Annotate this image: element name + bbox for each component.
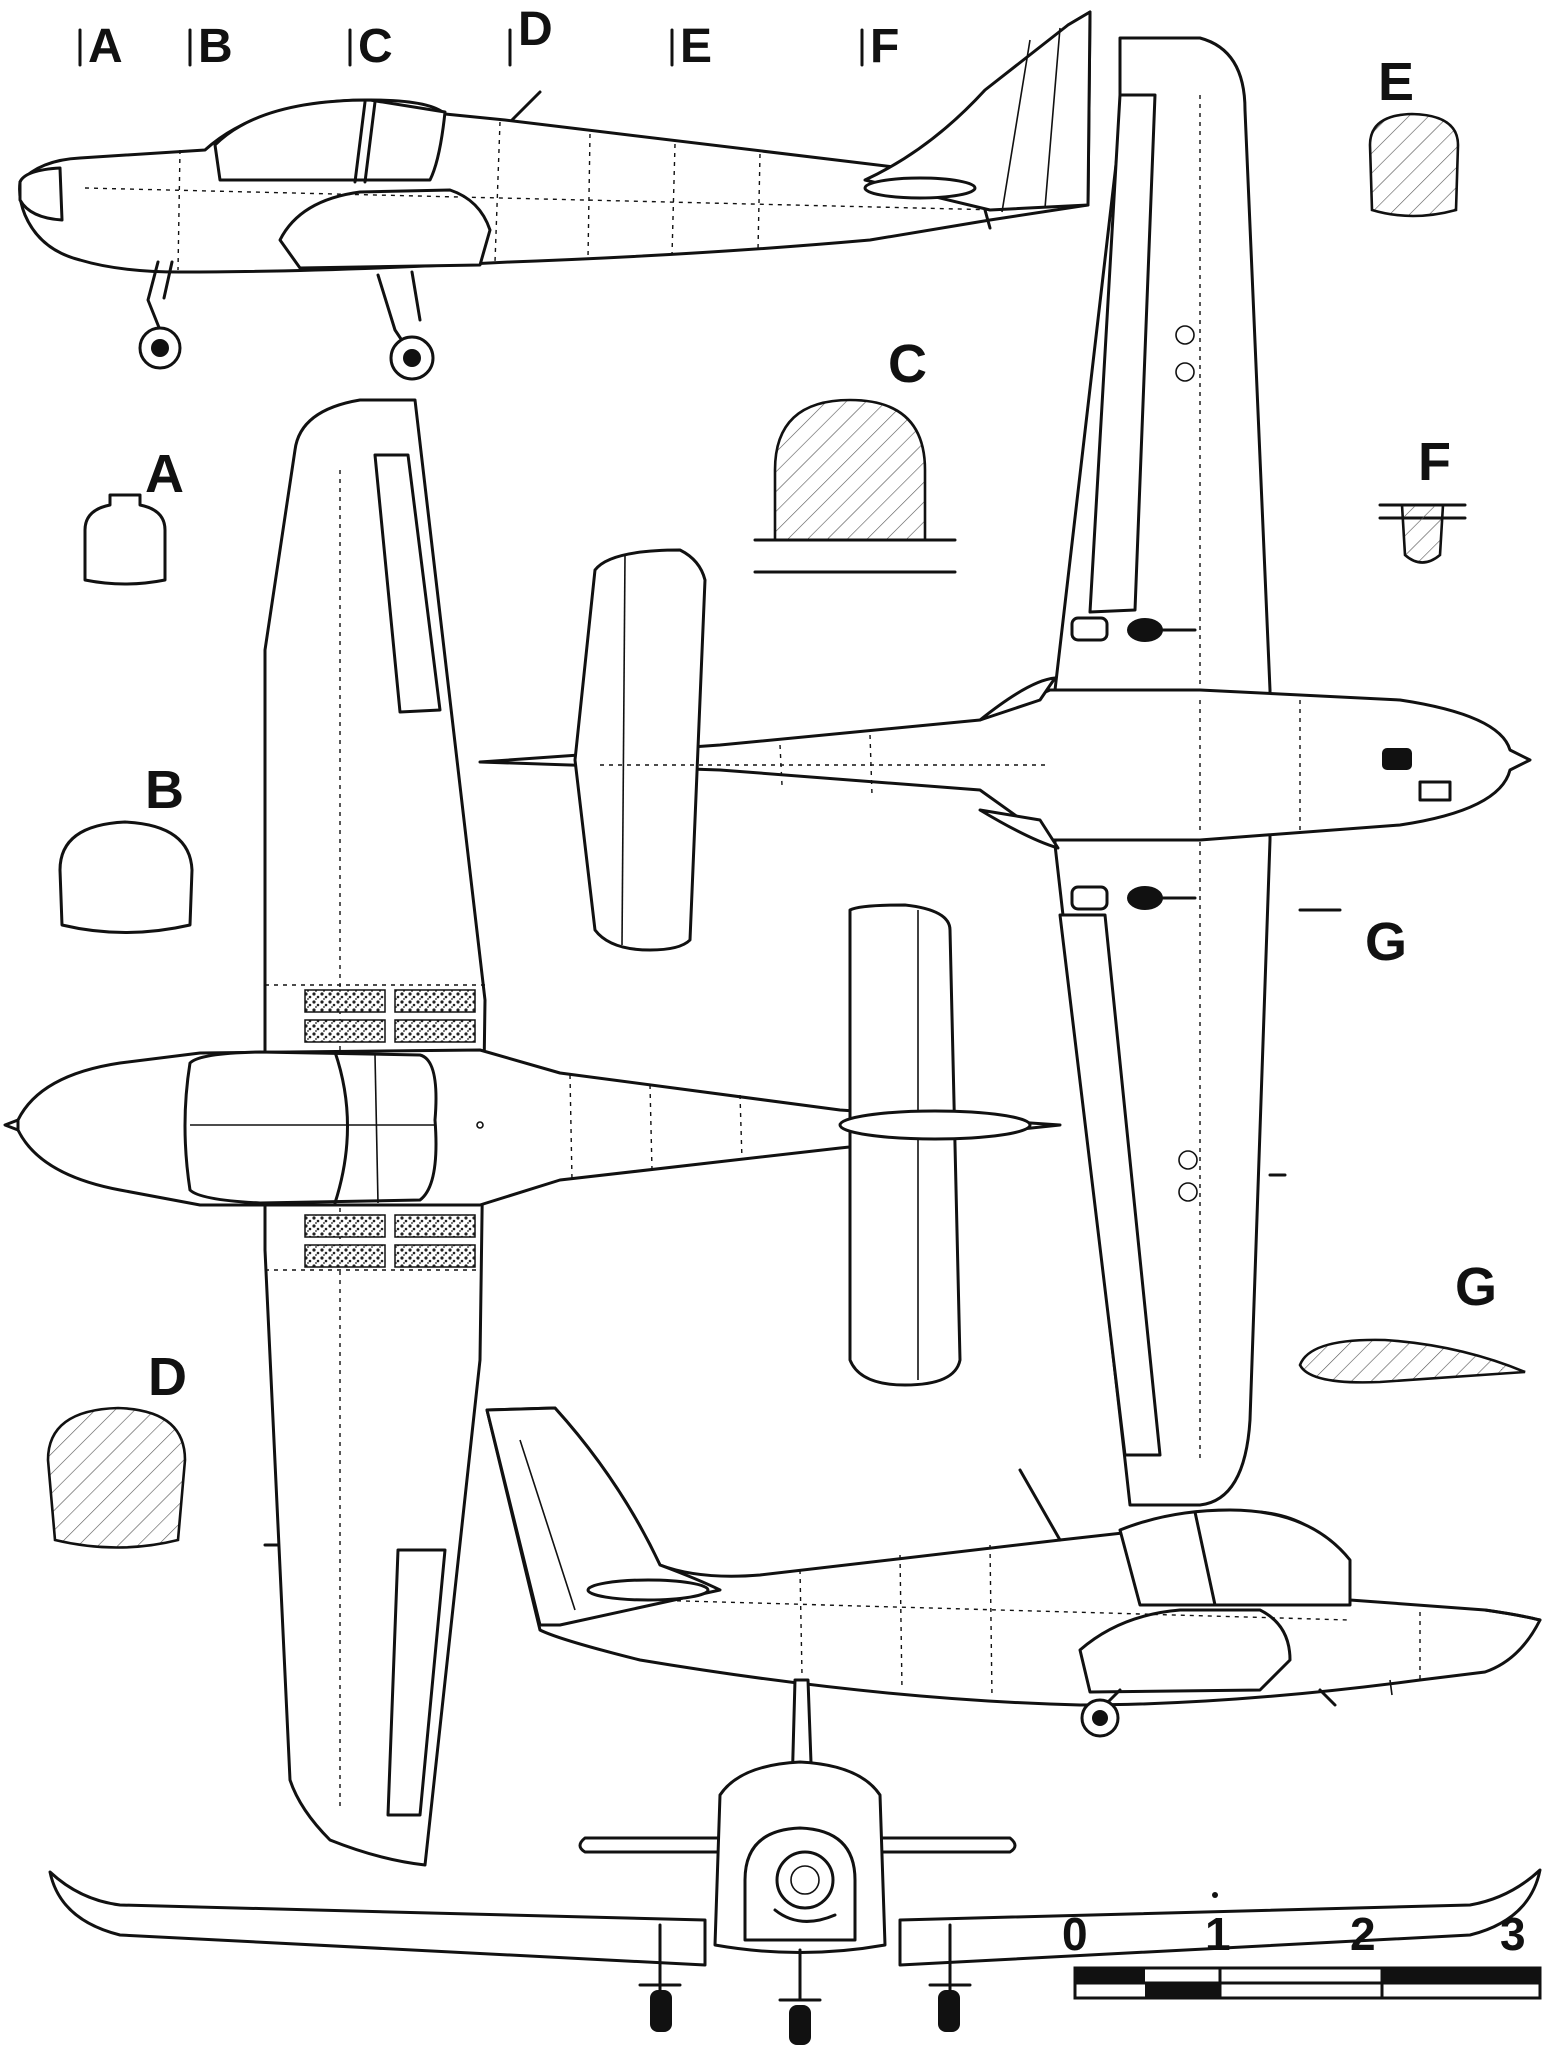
side-view-bottom bbox=[485, 1406, 1542, 1738]
panel-top-1 bbox=[304, 989, 386, 1013]
station-mark-f: F bbox=[870, 20, 899, 73]
section-f: F bbox=[1378, 432, 1467, 564]
front-view bbox=[48, 1678, 1542, 2045]
section-label-c: C bbox=[888, 334, 927, 394]
side-view-top bbox=[18, 10, 1092, 381]
station-mark-c: C bbox=[358, 20, 393, 73]
plan-view-right: G bbox=[478, 36, 1532, 1507]
section-label-d: D bbox=[148, 1347, 187, 1407]
section-label-e: E bbox=[1378, 52, 1414, 112]
section-e: E bbox=[1368, 52, 1460, 218]
station-mark-e: E bbox=[680, 20, 712, 73]
wing-section-marker-g: G bbox=[1365, 912, 1407, 972]
section-label-g: G bbox=[1455, 1257, 1497, 1317]
section-b: B bbox=[58, 760, 194, 934]
section-a: A bbox=[83, 444, 184, 586]
station-mark-a: A bbox=[88, 20, 123, 73]
section-label-f: F bbox=[1418, 432, 1451, 492]
scale-tick-1: 1 bbox=[1205, 1908, 1231, 1960]
scale-tick-2: 2 bbox=[1350, 1908, 1376, 1960]
section-d: D bbox=[46, 1347, 187, 1549]
station-marks: A B C D E F bbox=[78, 3, 899, 73]
section-c: C bbox=[753, 334, 957, 574]
plan-view-left bbox=[3, 398, 1062, 1867]
station-mark-d: D bbox=[518, 3, 553, 56]
section-label-a: A bbox=[145, 444, 184, 504]
scale-tick-0: 0 bbox=[1062, 1908, 1088, 1960]
station-mark-b: B bbox=[198, 20, 233, 73]
scale-bar: 0 1 2 3 bbox=[1062, 1908, 1542, 2000]
section-g: G bbox=[1298, 1257, 1526, 1384]
section-label-b: B bbox=[145, 760, 184, 820]
scale-tick-3: 3 bbox=[1500, 1908, 1526, 1960]
